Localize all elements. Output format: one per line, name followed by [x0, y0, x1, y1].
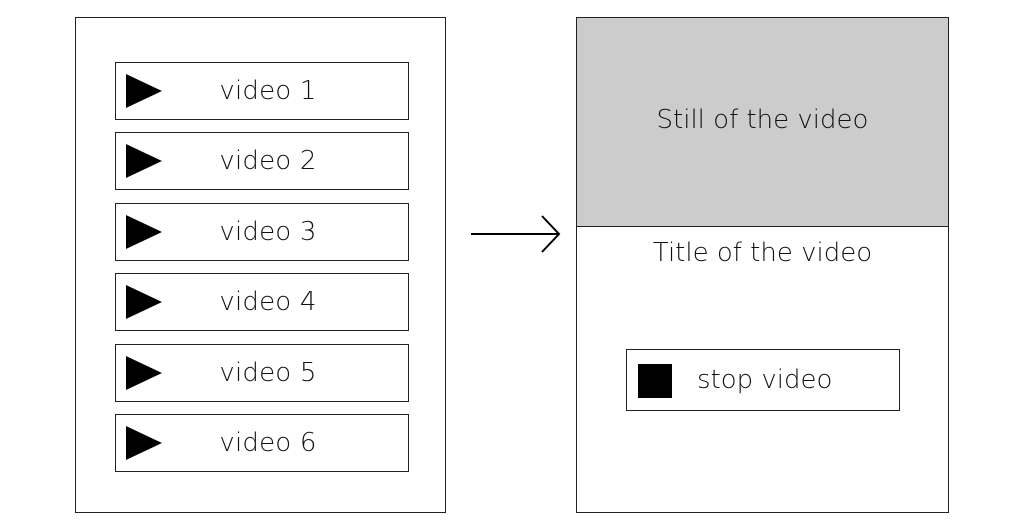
- video-item-label: video 3: [219, 216, 317, 247]
- arrow-right-icon: [471, 215, 561, 253]
- video-item-5[interactable]: video 5: [115, 343, 409, 402]
- video-item-1[interactable]: video 1: [115, 62, 409, 120]
- play-icon: [126, 355, 162, 390]
- video-player-panel: Still of the video Title of the video st…: [576, 17, 949, 513]
- video-item-6[interactable]: video 6: [115, 413, 409, 472]
- play-icon: [126, 425, 162, 460]
- video-still-label: Still of the video: [656, 105, 869, 135]
- play-icon: [126, 74, 162, 108]
- play-icon: [126, 214, 162, 249]
- video-item-2[interactable]: video 2: [115, 132, 409, 191]
- stop-icon: [638, 364, 672, 398]
- stop-video-label: stop video: [697, 365, 833, 395]
- video-item-4[interactable]: video 4: [115, 273, 409, 332]
- play-icon: [126, 144, 162, 179]
- stop-video-button[interactable]: stop video: [626, 349, 900, 411]
- video-item-label: video 5: [219, 357, 317, 388]
- video-title: Title of the video: [652, 238, 873, 268]
- video-item-label: video 1: [219, 76, 317, 106]
- video-item-label: video 2: [219, 146, 317, 177]
- video-item-3[interactable]: video 3: [115, 202, 409, 261]
- video-list: video 1 video 2 video 3 video 4 video 5: [115, 62, 409, 472]
- video-list-panel: video 1 video 2 video 3 video 4 video 5: [75, 17, 446, 513]
- video-item-label: video 6: [219, 427, 317, 458]
- video-still: Still of the video: [577, 18, 948, 227]
- video-item-label: video 4: [219, 287, 317, 318]
- play-icon: [126, 285, 162, 320]
